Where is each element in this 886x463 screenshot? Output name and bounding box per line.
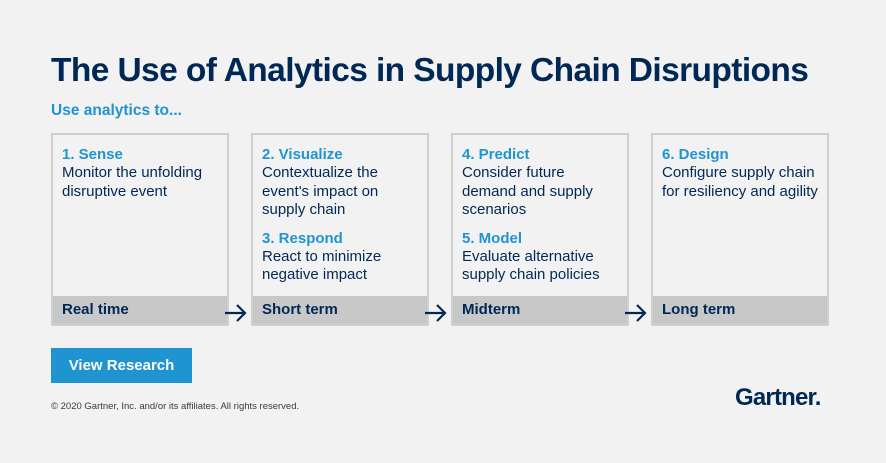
view-research-button[interactable]: View Research xyxy=(51,348,192,383)
step-description: Configure supply chain for resiliency an… xyxy=(662,164,818,200)
step-respond: 3. Respond React to minimize negative im… xyxy=(262,229,419,285)
stage-card-real-time: 1. Sense Monitor the unfolding disruptiv… xyxy=(51,133,229,326)
step-description: Monitor the unfolding disruptive event xyxy=(62,164,203,200)
step-title: 5. Model xyxy=(462,229,523,247)
step-description: Consider future demand and supply scenar… xyxy=(462,164,593,218)
step-description: Evaluate alternative supply chain polici… xyxy=(462,247,600,284)
page-title: The Use of Analytics in Supply Chain Dis… xyxy=(51,52,809,89)
step-design: 6. Design Configure supply chain for res… xyxy=(662,145,819,201)
subtitle: Use analytics to... xyxy=(51,102,182,119)
arrow-right-icon xyxy=(625,304,647,322)
gartner-logo: Gartner. xyxy=(735,384,821,411)
step-visualize: 2. Visualize Contextualize the event's i… xyxy=(262,145,419,220)
copyright-text: © 2020 Gartner, Inc. and/or its affiliat… xyxy=(51,401,300,412)
timeframe-label: Long term xyxy=(653,296,827,324)
step-predict: 4. Predict Consider future demand and su… xyxy=(462,145,619,220)
step-description: React to minimize negative impact xyxy=(262,247,382,284)
step-title: 4. Predict xyxy=(462,146,530,163)
step-title: 1. Sense xyxy=(62,146,123,163)
step-title: 2. Visualize xyxy=(262,146,343,163)
arrow-right-icon xyxy=(425,304,447,322)
timeframe-label: Short term xyxy=(253,296,427,324)
step-title: 6. Design xyxy=(662,146,729,163)
stage-card-midterm: 4. Predict Consider future demand and su… xyxy=(451,133,629,326)
step-sense: 1. Sense Monitor the unfolding disruptiv… xyxy=(62,145,219,201)
stage-card-long-term: 6. Design Configure supply chain for res… xyxy=(651,133,829,326)
arrow-right-icon xyxy=(225,304,247,322)
timeframe-label: Real time xyxy=(53,296,227,324)
stage-card-short-term: 2. Visualize Contextualize the event's i… xyxy=(251,133,429,326)
step-description: Contextualize the event's impact on supp… xyxy=(262,164,379,218)
step-title: 3. Respond xyxy=(262,229,343,247)
timeframe-label: Midterm xyxy=(453,296,627,324)
step-model: 5. Model Evaluate alternative supply cha… xyxy=(462,229,619,285)
